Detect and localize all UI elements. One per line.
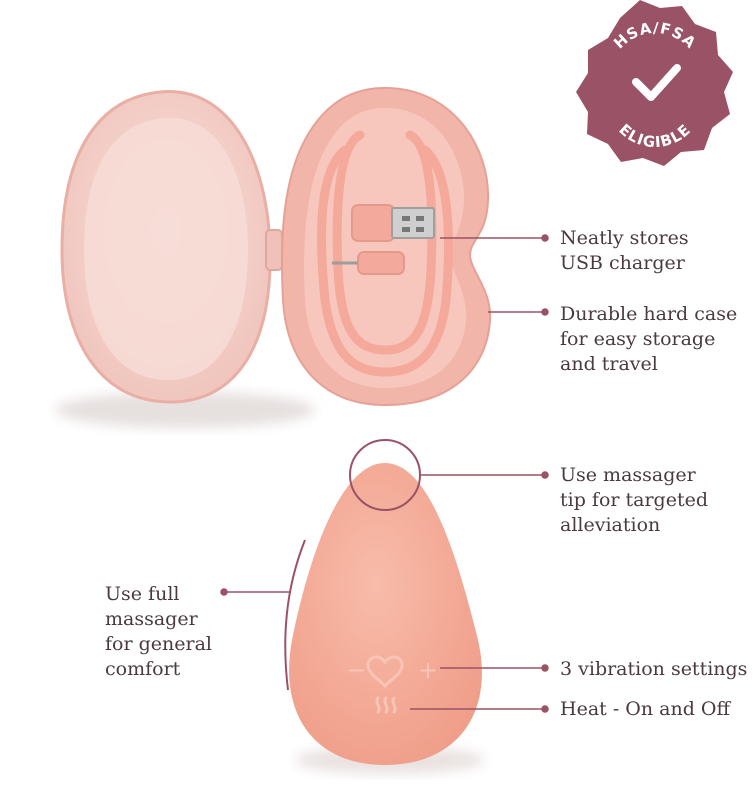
callout-vibration: 3 vibration settings — [560, 657, 747, 682]
callout-case-line-1: Durable hard case — [560, 303, 738, 325]
callout-vibration-line-1: 3 vibration settings — [560, 658, 748, 680]
callout-tip-line-3: alleviation — [560, 514, 661, 536]
callout-heat: Heat - On and Off — [560, 697, 730, 722]
heat-waves-icon[interactable] — [375, 696, 397, 714]
callout-usb: Neatly stores USB charger — [560, 226, 689, 276]
callout-full-line-3: for general — [105, 633, 212, 655]
callout-usb-line-2: USB charger — [560, 252, 685, 274]
case-leader-dot — [541, 308, 549, 316]
massager-device: − + — [289, 463, 482, 765]
checkmark-icon — [632, 64, 681, 101]
case-shadow — [55, 392, 315, 428]
magnetic-pin-connector — [332, 251, 405, 275]
callout-heat-line-1: Heat - On and Off — [560, 698, 730, 720]
usb-leader-dot — [541, 234, 549, 242]
callout-full: Use full massager for general comfort — [105, 582, 212, 682]
callout-full-line-1: Use full — [105, 583, 180, 605]
plus-button[interactable]: + — [418, 656, 438, 684]
heat-leader-dot — [541, 705, 549, 713]
case-hinge — [265, 229, 283, 271]
callout-usb-line-1: Neatly stores — [560, 227, 689, 249]
case-base — [280, 86, 492, 407]
callout-tip: Use massager tip for targeted alleviatio… — [560, 463, 708, 538]
callout-tip-line-2: tip for targeted — [560, 489, 709, 511]
tip-leader-dot — [541, 471, 549, 479]
usb-connector — [351, 204, 435, 242]
case-lid — [60, 90, 272, 404]
callout-case: Durable hard case for easy storage and t… — [560, 302, 737, 377]
usb-cable — [317, 130, 453, 377]
full-massager-arc — [284, 539, 306, 691]
hsa-fsa-badge: HSA/FSA ELIGIBLE — [576, 0, 733, 166]
minus-button[interactable]: − — [346, 656, 366, 684]
callout-case-line-3: and travel — [560, 353, 658, 375]
callout-full-line-4: comfort — [105, 658, 181, 680]
vibration-leader-dot — [541, 664, 549, 672]
callout-full-line-2: massager — [105, 608, 198, 630]
callout-tip-line-1: Use massager — [560, 464, 696, 486]
heart-icon[interactable] — [366, 655, 404, 689]
full-leader-dot — [220, 588, 228, 596]
callout-case-line-2: for easy storage — [560, 328, 716, 350]
